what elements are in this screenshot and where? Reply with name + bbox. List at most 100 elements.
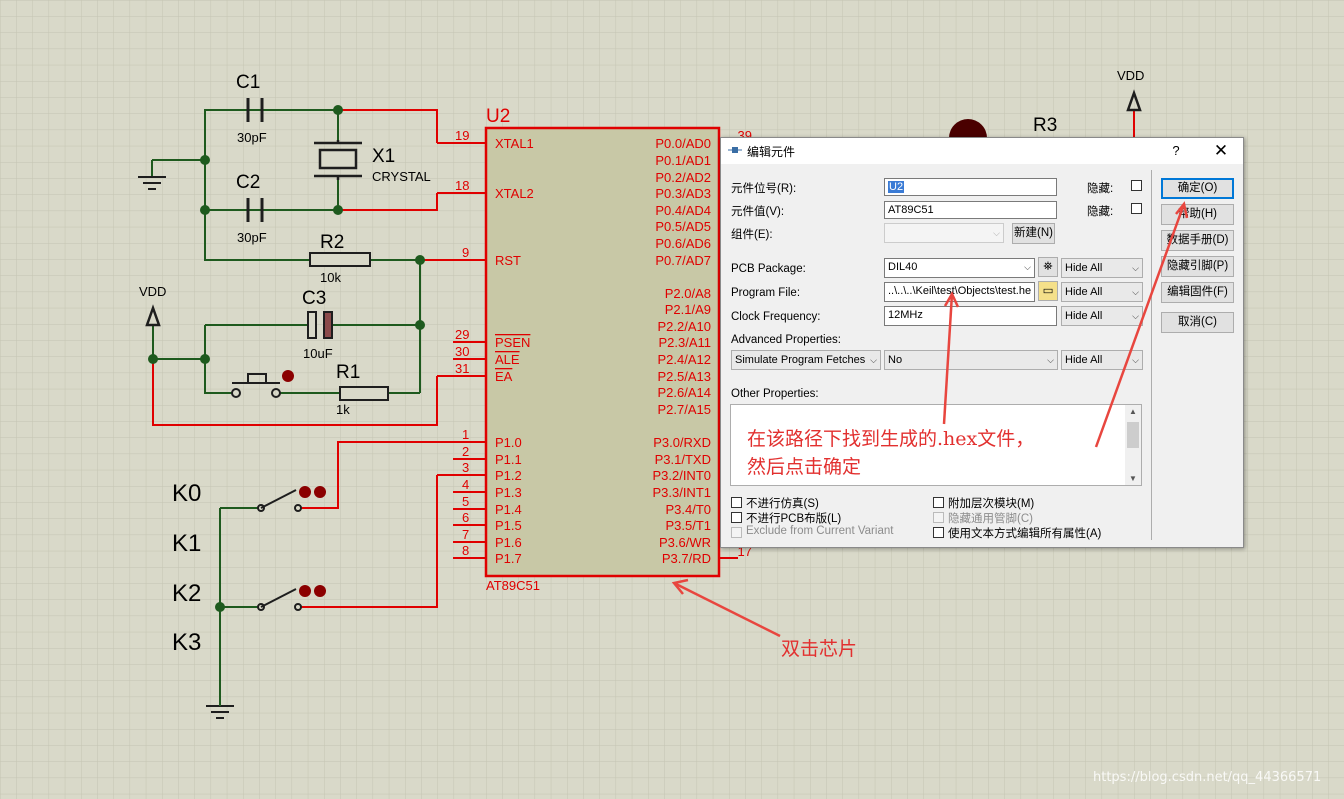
hidden-label-ref: 隐藏: (1087, 183, 1114, 195)
attach-hierarchy-checkbox[interactable] (933, 497, 944, 508)
cancel-button[interactable]: 取消(C) (1161, 312, 1234, 333)
new-button[interactable]: 新建(N) (1012, 223, 1055, 244)
pin-p2-0: P2.0/A8 (665, 286, 711, 301)
ok-button[interactable]: 确定(O) (1161, 178, 1234, 199)
path-annotation-line2: 然后点击确定 (747, 456, 862, 478)
chevron-down-icon: ⌵ (1132, 287, 1139, 297)
pin-29-num: 29 (455, 327, 469, 342)
datasheet-button[interactable]: 数据手册(D) (1161, 230, 1234, 251)
pcb-visibility-select[interactable]: Hide All ⌵ (1061, 258, 1143, 278)
pin-1-num: 1 (462, 427, 469, 442)
clock-frequency-label: Clock Frequency: (731, 311, 821, 323)
part-value-input[interactable]: AT89C51 (884, 201, 1057, 219)
r2-value: 10k (320, 270, 341, 285)
chevron-up-icon[interactable]: ▲ (1129, 407, 1137, 416)
clock-visibility-select[interactable]: Hide All ⌵ (1061, 306, 1143, 326)
pin-31-num: 31 (455, 361, 469, 376)
clock-frequency-input[interactable]: 12MHz (884, 306, 1057, 326)
c2-value: 30pF (237, 230, 267, 245)
hide-value-checkbox[interactable] (1131, 203, 1142, 214)
switch-k0-label: K0 (172, 480, 201, 507)
pcb-package-select[interactable]: DIL40 ⌵ (884, 258, 1035, 278)
pin-9-num: 9 (462, 245, 469, 260)
no-pcb-checkbox[interactable] (731, 512, 742, 523)
pin-3-num: 3 (462, 460, 469, 475)
pcb-visibility-value: Hide All (1065, 262, 1103, 274)
dialog-title: 编辑元件 (747, 145, 796, 159)
component-icon (728, 147, 742, 153)
no-simulate-checkbox[interactable] (731, 497, 742, 508)
pin-6-name: P1.5 (495, 518, 522, 533)
hide-common-pins-label: 隐藏通用管脚(C) (948, 513, 1033, 525)
help-button[interactable]: 帮助(H) (1161, 204, 1234, 225)
pin-5-name: P1.4 (495, 502, 522, 517)
part-ref-input[interactable]: U2 (884, 178, 1057, 196)
advanced-visibility-select[interactable]: Hide All ⌵ (1061, 350, 1143, 370)
r2-ref: R2 (320, 232, 344, 253)
program-file-label: Program File: (731, 287, 801, 299)
hide-pins-button[interactable]: 隐藏引脚(P) (1161, 256, 1234, 277)
pin-p0-1: P0.1/AD1 (655, 153, 711, 168)
pin-p3-0: P3.0/RXD (653, 435, 711, 450)
path-annotation-line1: 在该路径下找到生成的.hex文件， (747, 428, 1035, 450)
pin-2-num: 2 (462, 444, 469, 459)
chevron-down-icon: ⌵ (993, 228, 1000, 238)
program-file-input[interactable]: ..\..\..\Keil\test\Objects\test.he (884, 282, 1035, 302)
x1-ref: X1 (372, 146, 395, 167)
vdd-label-right: VDD (1117, 68, 1144, 83)
watermark: https://blog.csdn.net/qq_44366571 (1093, 770, 1322, 785)
hide-ref-checkbox[interactable] (1131, 180, 1142, 191)
pin-4-name: P1.3 (495, 485, 522, 500)
hide-common-pins-checkbox[interactable] (933, 512, 944, 523)
pin-p0-2: P0.2/AD2 (655, 170, 711, 185)
folder-icon[interactable]: ▭ (1038, 281, 1058, 301)
pin-5-num: 5 (462, 494, 469, 509)
path-annotation: 在该路径下找到生成的.hex文件， 然后点击确定 (747, 425, 1034, 481)
pin-p0-3: P0.3/AD3 (655, 186, 711, 201)
switch-k2-label: K2 (172, 580, 201, 607)
pin-p2-3: P2.3/A11 (658, 335, 711, 350)
r3-ref: R3 (1033, 115, 1057, 136)
pin-29-name: PSEN (495, 335, 530, 350)
dialog-separator (1151, 170, 1152, 540)
part-ref-value: U2 (888, 181, 905, 193)
close-icon[interactable]: ✕ (1213, 141, 1229, 160)
chevron-down-icon: ⌵ (1047, 355, 1054, 365)
pin-19-num: 19 (455, 128, 469, 143)
pin-p2-4: P2.4/A12 (658, 352, 712, 367)
text-edit-checkbox[interactable] (933, 527, 944, 538)
chevron-down-icon: ⌵ (1132, 311, 1139, 321)
pin-p0-5: P0.5/AD5 (655, 219, 711, 234)
chip-u2[interactable] (484, 126, 721, 578)
pin-p0-7: P0.7/AD7 (655, 253, 711, 268)
scrollbar[interactable]: ▲ ▼ (1125, 405, 1141, 485)
element-label: 组件(E): (731, 229, 773, 241)
program-visibility-select[interactable]: Hide All ⌵ (1061, 282, 1143, 302)
edit-firmware-button[interactable]: 编辑固件(F) (1161, 282, 1234, 303)
x1-value: CRYSTAL (372, 169, 431, 184)
advanced-property-select[interactable]: Simulate Program Fetches ⌵ (731, 350, 881, 370)
pin-8-num: 8 (462, 543, 469, 558)
r1-ref: R1 (336, 362, 360, 383)
chevron-down-icon[interactable]: ▼ (1129, 474, 1137, 483)
pin-p2-5: P2.5/A13 (658, 369, 712, 384)
advanced-value-select[interactable]: No ⌵ (884, 350, 1058, 370)
exclude-variant-checkbox[interactable] (731, 527, 742, 538)
pin-p3-3: P3.3/INT1 (652, 485, 711, 500)
hidden-label-value: 隐藏: (1087, 206, 1114, 218)
exclude-variant-label: Exclude from Current Variant (746, 525, 894, 537)
edit-component-dialog[interactable]: 编辑元件 ? ✕ 元件位号(R): U2 隐藏: 元件值(V): AT89C51… (720, 137, 1244, 548)
pin-p0-4: P0.4/AD4 (655, 203, 711, 218)
pin-p3-2: P3.2/INT0 (652, 468, 711, 483)
help-icon[interactable]: ? (1172, 143, 1180, 158)
pin-18-name: XTAL2 (495, 186, 534, 201)
pin-p3-4: P3.4/T0 (665, 502, 711, 517)
pin-p3-1: P3.1/TXD (655, 452, 711, 467)
element-select[interactable]: ⌵ (884, 223, 1004, 243)
pin-p2-6: P2.6/A14 (658, 385, 712, 400)
double-click-annotation: 双击芯片 (781, 638, 858, 660)
pin-1-name: P1.0 (495, 435, 522, 450)
binoculars-icon[interactable]: ⛯ (1038, 257, 1058, 277)
pin-p2-1: P2.1/A9 (665, 302, 711, 317)
dialog-titlebar[interactable]: 编辑元件 ? ✕ (721, 138, 1243, 164)
